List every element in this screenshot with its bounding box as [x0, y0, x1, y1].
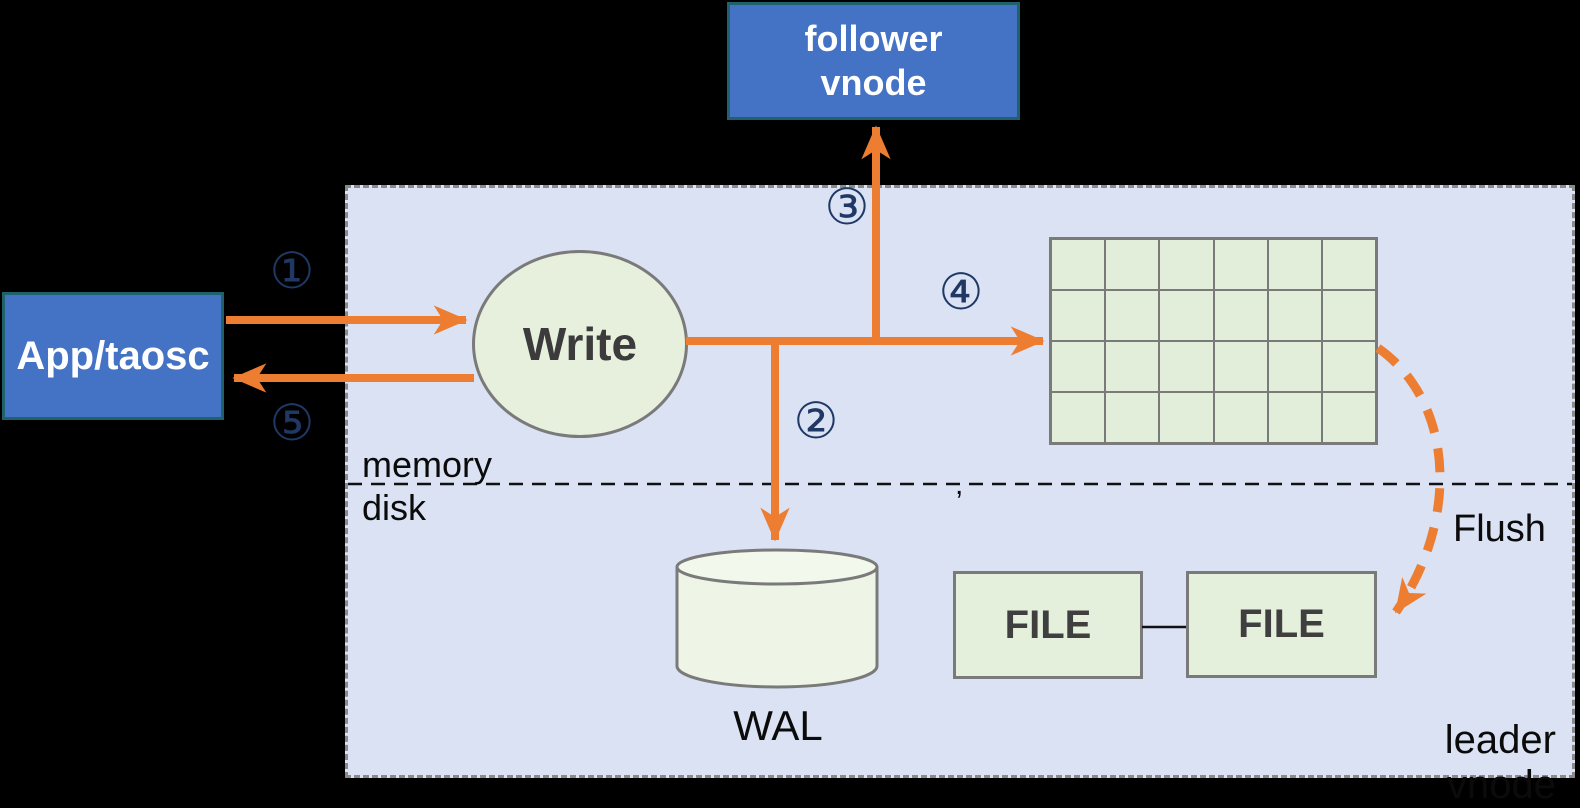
disk-zone-label: disk — [362, 487, 427, 528]
mem-table-cell — [1105, 392, 1160, 443]
step-3-badge: ③ — [824, 178, 870, 236]
step-5-badge: ⑤ — [269, 394, 315, 452]
mem-table-cell — [1051, 239, 1106, 290]
mem-table-cell — [1321, 341, 1376, 392]
mem-table-cell — [1105, 290, 1160, 341]
file-node-1: FILE — [953, 571, 1143, 679]
follower-vnode-node: follower vnode — [727, 2, 1020, 120]
file-1-label: FILE — [1004, 602, 1092, 647]
leader-vnode-label: leader vnode — [1444, 718, 1556, 807]
wal-label: WAL — [733, 702, 823, 749]
mem-table-cell — [1159, 341, 1214, 392]
stray-comma-mark: , — [955, 468, 964, 501]
mem-table-cell — [1213, 392, 1268, 443]
follower-vnode-label-line1: follower — [804, 18, 943, 60]
mem-table-cell — [1105, 239, 1160, 290]
mem-table-cell — [1267, 290, 1322, 341]
file-2-label: FILE — [1238, 602, 1325, 646]
mem-table-cell — [1321, 392, 1376, 443]
mem-table-cell — [1159, 239, 1214, 290]
step-1-badge: ① — [269, 242, 315, 300]
mem-table-cell — [1051, 392, 1106, 443]
mem-table-cell — [1267, 341, 1322, 392]
mem-table-cell — [1267, 392, 1322, 443]
mem-table-cell — [1051, 290, 1106, 341]
flush-label: Flush — [1453, 508, 1546, 550]
mem-table-cell — [1159, 290, 1214, 341]
write-label: Write — [522, 318, 638, 370]
memory-zone-label: memory — [362, 444, 493, 485]
app-taosc-node: App/taosc — [2, 292, 224, 420]
file-node-2: FILE — [1186, 571, 1377, 678]
mem-table-cell — [1267, 239, 1322, 290]
mem-table-cell — [1321, 290, 1376, 341]
mem-table-cell — [1159, 392, 1214, 443]
mem-table-cell — [1105, 341, 1160, 392]
mem-table-cell — [1051, 341, 1106, 392]
step-4-badge: ④ — [938, 263, 984, 321]
mem-table-cell — [1213, 341, 1268, 392]
follower-vnode-label-line2: vnode — [820, 62, 927, 103]
write-process-node: Write — [472, 250, 688, 438]
mem-table-cell — [1213, 290, 1268, 341]
mem-table-cell — [1213, 239, 1268, 290]
mem-table-cell — [1321, 239, 1376, 290]
step-2-badge: ② — [793, 392, 839, 450]
app-taosc-label: App/taosc — [16, 333, 210, 378]
mem-table-grid — [1049, 237, 1378, 445]
